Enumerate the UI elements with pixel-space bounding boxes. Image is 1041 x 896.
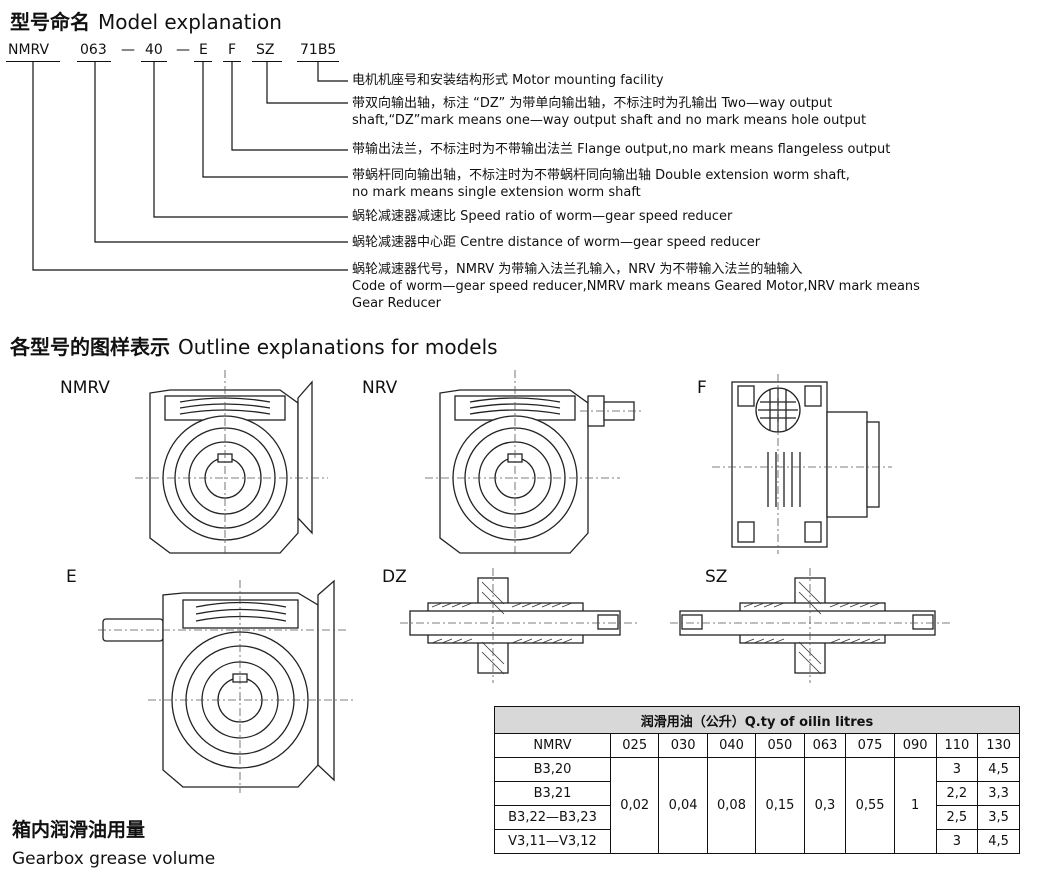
nrv-drawing: [425, 370, 642, 556]
desc-reducer-code: 蜗轮减速器代号，NMRV 为带输入法兰孔输入，NRV 为不带输入法兰的轴输入 C…: [352, 262, 920, 311]
table-cell: 0,04: [658, 757, 708, 854]
code-part-centre: 063: [80, 42, 107, 58]
nmrv-drawing: [135, 370, 328, 556]
table-cell: 0,15: [755, 757, 805, 854]
table-cell: 0,55: [845, 757, 895, 854]
outline-title-en: Outline explanations for models: [178, 335, 498, 359]
grease-title-en: Gearbox grease volume: [12, 849, 216, 869]
desc-two-way: 带双向输出轴，标注 “DZ” 为带单向输出轴，不标注时为孔输出 Two—way …: [352, 96, 867, 128]
desc-centre-distance: 蜗轮减速器中心距 Centre distance of worm—gear sp…: [352, 235, 761, 250]
code-dash: —: [176, 42, 190, 58]
code-underline: [223, 61, 241, 62]
table-cell: 3: [935, 757, 979, 782]
outline-title: 各型号的图样表示 Outline explanations for models: [10, 331, 498, 360]
table-row: B3,20 0,02 0,04 0,08 0,15 0,3 0,55 1 3 4…: [494, 757, 1020, 854]
table-header-cell: 075: [845, 733, 895, 758]
desc-double-extension: 带蜗杆同向输出轴，不标注时为不带蜗杆同向输出轴 Double extension…: [352, 168, 850, 200]
code-dash: —: [121, 42, 135, 58]
table-row-label: B3,21: [494, 781, 611, 806]
model-explanation-title-zh: 型号命名: [10, 10, 90, 34]
f-drawing: [712, 374, 892, 554]
code-part-ratio: 40: [145, 42, 163, 58]
table-header-cell: 030: [658, 733, 708, 758]
table-header-cell: 063: [803, 733, 847, 758]
code-part-type: NMRV: [8, 42, 50, 58]
table-cell: 1: [893, 757, 937, 854]
table-row-label: B3,22—B3,23: [494, 805, 611, 830]
code-underline: [194, 61, 212, 62]
code-underline: [141, 61, 167, 62]
code-underline: [77, 61, 111, 62]
table-cell: 3,5: [977, 805, 1020, 830]
leader-lines: [32, 62, 348, 271]
desc-speed-ratio: 蜗轮减速器减速比 Speed ratio of worm—gear speed …: [352, 209, 733, 224]
dz-drawing: [400, 568, 640, 683]
table-header-cell: 025: [609, 733, 660, 758]
model-explanation-title-en: Model explanation: [98, 10, 282, 34]
table-cell: 2,2: [935, 781, 979, 806]
table-cell: 2,5: [935, 805, 979, 830]
oil-table-caption: 润滑用油（公升）Q.ty of oilin litres: [494, 706, 1020, 734]
grease-title-zh: 箱内润滑油用量: [12, 819, 146, 841]
table-cell: 4,5: [977, 757, 1020, 782]
table-row-label: B3,20: [494, 757, 611, 782]
table-header-cell: 050: [755, 733, 805, 758]
code-part-motor: 71B5: [300, 42, 337, 58]
code-underline: [252, 61, 282, 62]
code-part-f: F: [228, 42, 237, 58]
code-underline: [297, 61, 339, 62]
table-cell: 3,3: [977, 781, 1020, 806]
table-header-cell: 130: [977, 733, 1020, 758]
table-row: B3,22—B3,23 2,5 3,5: [494, 805, 1020, 830]
label-nrv: NRV: [362, 378, 398, 398]
code-part-sz: SZ: [256, 42, 275, 58]
table-header-cell: 090: [893, 733, 937, 758]
desc-flange: 带输出法兰，不标注时为不带输出法兰 Flange output,no mark …: [352, 142, 891, 157]
sz-drawing: [670, 568, 952, 683]
table-row-label: V3,11—V3,12: [494, 829, 611, 854]
table-header-cell: NMRV: [494, 733, 611, 758]
table-cell: 0,02: [609, 757, 660, 854]
table-row: B3,21 2,2 3,3: [494, 781, 1020, 806]
label-sz: SZ: [705, 567, 728, 587]
table-cell: 0,3: [803, 757, 847, 854]
label-e: E: [66, 567, 77, 587]
label-dz: DZ: [382, 567, 407, 587]
label-f: F: [697, 378, 707, 398]
table-header-row: NMRV 025 030 040 050 063 075 090 110 130: [494, 733, 1020, 758]
model-explanation-title: 型号命名 Model explanation: [10, 6, 282, 35]
code-part-e: E: [199, 42, 208, 58]
code-underline: [6, 61, 60, 62]
e-drawing: [98, 579, 353, 793]
label-nmrv: NMRV: [60, 378, 110, 398]
table-header-cell: 040: [706, 733, 757, 758]
table-cell: 0,08: [706, 757, 757, 854]
table-header-cell: 110: [935, 733, 979, 758]
outline-title-zh: 各型号的图样表示: [10, 335, 170, 359]
table-cell: 4,5: [977, 829, 1020, 854]
desc-motor: 电机机座号和安装结构形式 Motor mounting facility: [352, 73, 664, 88]
table-row: V3,11—V3,12 3 4,5: [494, 829, 1020, 854]
oil-table: 润滑用油（公升）Q.ty of oilin litres NMRV 025 03…: [494, 706, 1020, 854]
table-cell: 3: [935, 829, 979, 854]
